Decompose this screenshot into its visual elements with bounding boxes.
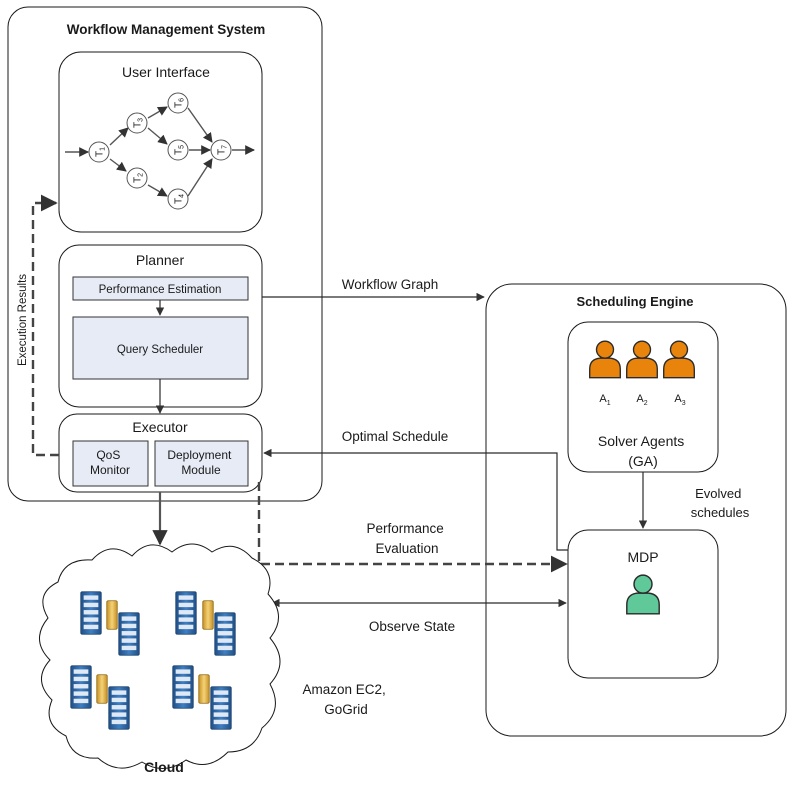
task-node-t7: T7 bbox=[210, 139, 232, 161]
solver-agents-label: Solver Agents (GA) bbox=[598, 433, 688, 469]
qos-monitor-box bbox=[72, 440, 149, 487]
agent-a3-label: A3 bbox=[674, 393, 685, 407]
evolved-schedules-label: Evolved schedules bbox=[691, 486, 750, 520]
task-node-t2: T2 bbox=[126, 167, 148, 189]
task-node-t6: T6 bbox=[167, 92, 189, 114]
deployment-module-label: Deployment Module bbox=[167, 448, 234, 477]
task-node-t4: T4 bbox=[167, 188, 189, 210]
provider-label: Amazon EC2, GoGrid bbox=[302, 682, 389, 717]
qos-monitor-label: QoS Monitor bbox=[90, 448, 130, 477]
performance-evaluation-arrow bbox=[257, 482, 568, 573]
performance-evaluation-label: Performance Evaluation bbox=[366, 521, 447, 556]
query-scheduler-label: Query Scheduler bbox=[117, 344, 203, 356]
executor-title: Executor bbox=[132, 419, 188, 435]
scheduling-engine-title: Scheduling Engine bbox=[576, 294, 693, 309]
observe-state-label: Observe State bbox=[369, 619, 455, 634]
planner-title: Planner bbox=[136, 252, 185, 268]
svg-text:T5: T5 bbox=[174, 145, 186, 155]
svg-text:T1: T1 bbox=[95, 147, 107, 157]
optimal-schedule-label: Optimal Schedule bbox=[342, 429, 449, 444]
task-node-t5: T5 bbox=[167, 139, 189, 161]
task-node-t3: T3 bbox=[126, 112, 148, 134]
svg-text:T2: T2 bbox=[133, 173, 145, 183]
agent-a1-label: A1 bbox=[599, 393, 610, 407]
svg-text:T3: T3 bbox=[133, 118, 145, 128]
execution-results-label: Execution Results bbox=[17, 274, 29, 366]
query-scheduler-box bbox=[72, 316, 249, 380]
optimal-schedule-arrow bbox=[263, 448, 568, 551]
svg-text:T4: T4 bbox=[174, 194, 186, 204]
svg-text:T6: T6 bbox=[174, 98, 186, 108]
agent-a2-label: A2 bbox=[636, 393, 647, 407]
task-node-t1: T1 bbox=[88, 141, 110, 163]
svg-text:T7: T7 bbox=[217, 145, 229, 155]
user-interface-title: User Interface bbox=[122, 64, 210, 80]
wms-title: Workflow Management System bbox=[67, 22, 266, 37]
performance-estimation-label: Performance Estimation bbox=[99, 284, 222, 296]
workflow-graph-edges bbox=[65, 106, 255, 197]
deployment-module-box bbox=[154, 440, 249, 487]
workflow-graph-label: Workflow Graph bbox=[342, 277, 439, 292]
mdp-label: MDP bbox=[627, 549, 658, 565]
cloud-shape bbox=[39, 543, 281, 769]
cloud-title: Cloud bbox=[144, 759, 184, 775]
